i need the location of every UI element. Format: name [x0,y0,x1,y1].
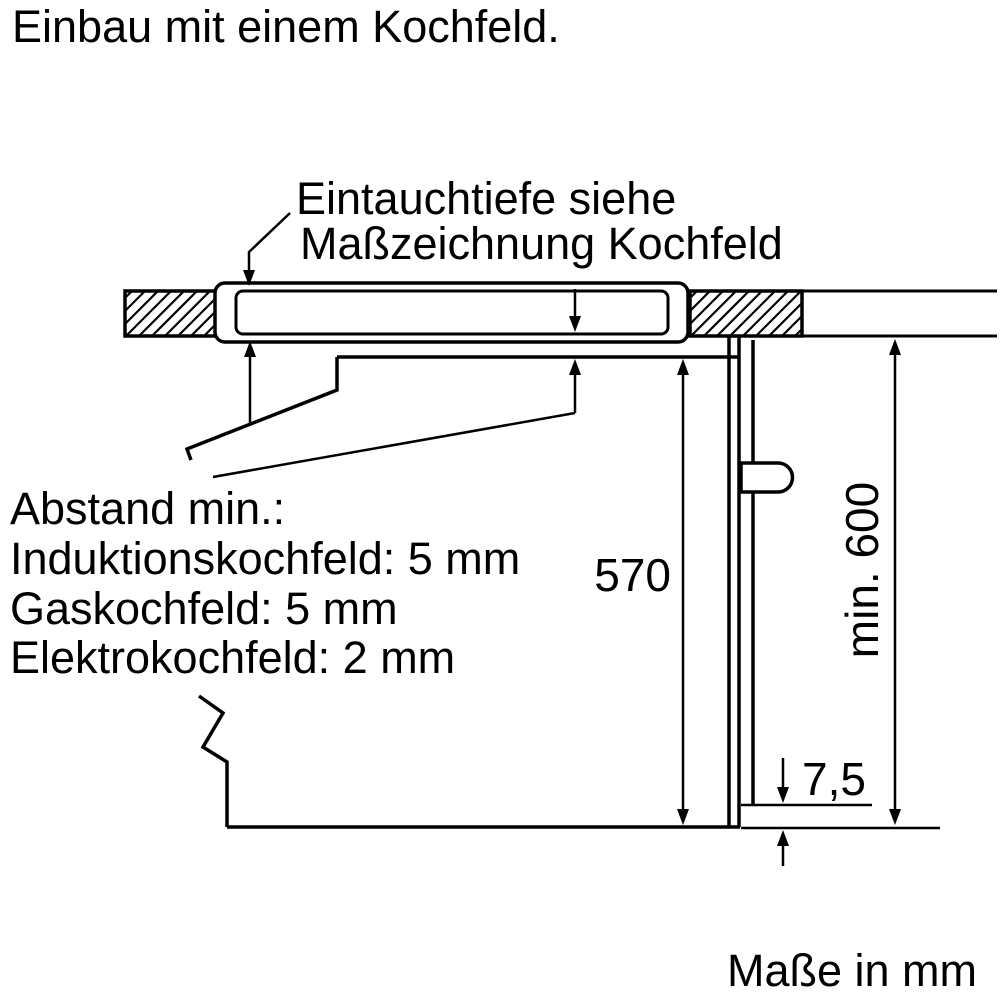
oven-left-break-line [184,357,339,461]
oven [184,337,795,829]
arrow-up-min600 [889,339,901,355]
arrow-down-min600 [889,809,901,825]
callout-eintauchtiefe-line1: Eintauchtiefe siehe [296,173,676,224]
hatch-line [690,290,737,337]
dimension-570: 570 [594,359,689,825]
cooktop-inner-recess [234,289,670,336]
hatch-line [703,290,750,337]
hatch-line [768,302,803,337]
hatch-line [125,290,172,337]
arrow-down-recess [569,316,581,332]
hatch-line [794,328,803,337]
hatch-line [164,290,211,337]
hatch-line [689,290,711,312]
hatch-line [755,290,802,337]
dim-min600-label: min. 600 [836,482,888,658]
dimension-min-600: min. 600 [836,339,901,825]
arrow-up-75 [777,830,789,846]
dim-75-label: 7,5 [802,753,866,805]
page-title: Einbau mit einem Kochfeld. [12,1,560,52]
eintauchtiefe-leader-line [247,212,291,272]
hatch-line [689,290,724,325]
arrow-up-countertop [244,341,256,357]
hatch-line [689,290,698,299]
callout-eintauchtiefe: Eintauchtiefe siehe Maßzeichnung Kochfel… [243,173,783,332]
callout-abstand-line4: Elektrokochfeld: 2 mm [10,632,455,683]
oven-control-knob [739,461,795,494]
hatch-line [124,290,146,312]
hatch-line [124,290,133,299]
dim-570-label: 570 [594,549,671,601]
hatch-line [151,290,198,337]
callout-abstand-line1: Abstand min.: [10,483,285,534]
callout-abstand-line2: Induktionskochfeld: 5 mm [10,533,520,584]
arrow-down-flange [243,270,255,286]
oven-bottom-left-break-line [197,694,229,827]
arrow-down-75 [777,787,789,803]
arrow-up-570 [677,359,689,375]
hatch-line [716,290,763,337]
dimension-7-5: 7,5 [741,753,940,866]
arrow-down-570 [677,809,689,825]
hatch-line [742,290,789,337]
hatch-line [781,315,803,337]
hatch-line [124,290,159,325]
countertop-right-section [688,289,804,338]
arrow-up-oven-top [569,359,581,375]
footer-units-note: Maße in mm [727,945,977,996]
callout-abstand-line3: Gaskochfeld: 5 mm [10,583,398,634]
abstand-leader-line [212,411,576,479]
cooktop [213,281,690,344]
callout-abstand: Abstand min.: Induktionskochfeld: 5 mm G… [10,341,581,683]
callout-eintauchtiefe-line2: Maßzeichnung Kochfeld [300,218,783,269]
hatch-line [138,290,185,337]
hatch-line [729,290,776,337]
